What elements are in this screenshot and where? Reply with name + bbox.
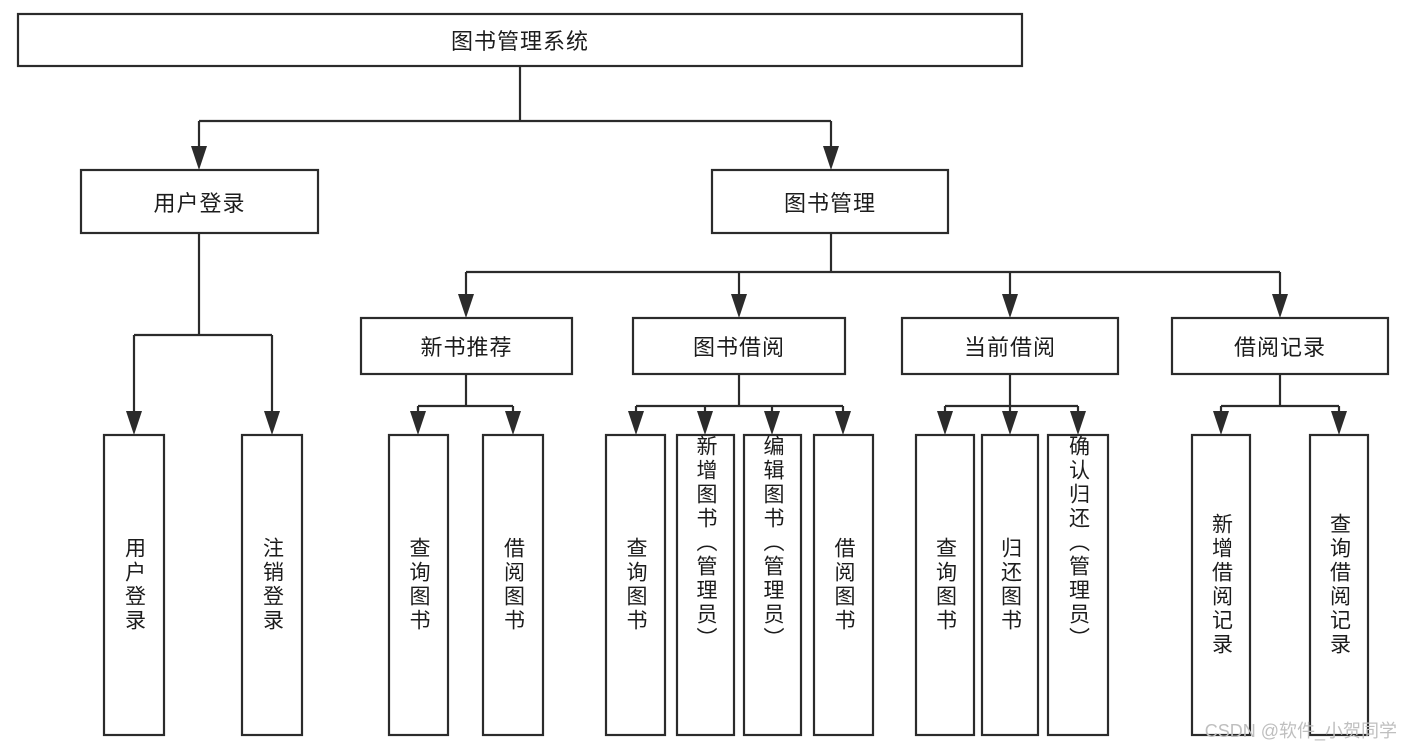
arrowhead-leaf-return-book [1002,411,1018,435]
node-box-leaf-add-book-admin[interactable] [675,433,736,737]
arrowhead-leaf-add-borrow-record [1213,411,1229,435]
arrowhead-leaf-confirm-return-admin [1070,411,1086,435]
arrowhead-current-borrow [1002,294,1018,318]
node-box-leaf-query-borrow-record[interactable] [1308,433,1370,737]
arrowhead-new-book-recommend [458,294,474,318]
node-box-leaf-borrow-book-2[interactable] [812,433,875,737]
nodes-group [16,12,1390,737]
arrowhead-leaf-logout-login [264,411,280,435]
node-box-leaf-query-book-2[interactable] [604,433,667,737]
node-box-book-borrow[interactable] [631,316,847,376]
arrowhead-book-borrow [731,294,747,318]
node-box-user-login[interactable] [79,168,320,235]
node-box-root[interactable] [16,12,1024,68]
node-box-current-borrow[interactable] [900,316,1120,376]
node-box-leaf-query-book-1[interactable] [387,433,450,737]
arrowhead-leaf-query-book-2 [628,411,644,435]
node-box-borrow-record[interactable] [1170,316,1390,376]
node-box-leaf-user-login[interactable] [102,433,166,737]
node-box-new-book-recommend[interactable] [359,316,574,376]
arrowhead-borrow-record [1272,294,1288,318]
arrowhead-leaf-query-borrow-record [1331,411,1347,435]
arrowhead-book-manage [823,146,839,170]
node-box-book-manage[interactable] [710,168,950,235]
node-box-leaf-confirm-return-admin[interactable] [1046,433,1110,737]
arrowhead-leaf-edit-book-admin [764,411,780,435]
node-box-leaf-borrow-book-1[interactable] [481,433,545,737]
arrowhead-leaf-user-login [126,411,142,435]
arrowhead-leaf-query-book-3 [937,411,953,435]
node-box-leaf-logout-login[interactable] [240,433,304,737]
edges-group [126,66,1347,435]
node-box-leaf-query-book-3[interactable] [914,433,976,737]
arrowhead-leaf-query-book-1 [410,411,426,435]
node-box-leaf-return-book[interactable] [980,433,1040,737]
arrowhead-leaf-borrow-book-2 [835,411,851,435]
arrowhead-user-login [191,146,207,170]
arrowhead-leaf-borrow-book-1 [505,411,521,435]
node-box-leaf-add-borrow-record[interactable] [1190,433,1252,737]
node-box-leaf-edit-book-admin[interactable] [742,433,803,737]
arrowhead-leaf-add-book-admin [697,411,713,435]
